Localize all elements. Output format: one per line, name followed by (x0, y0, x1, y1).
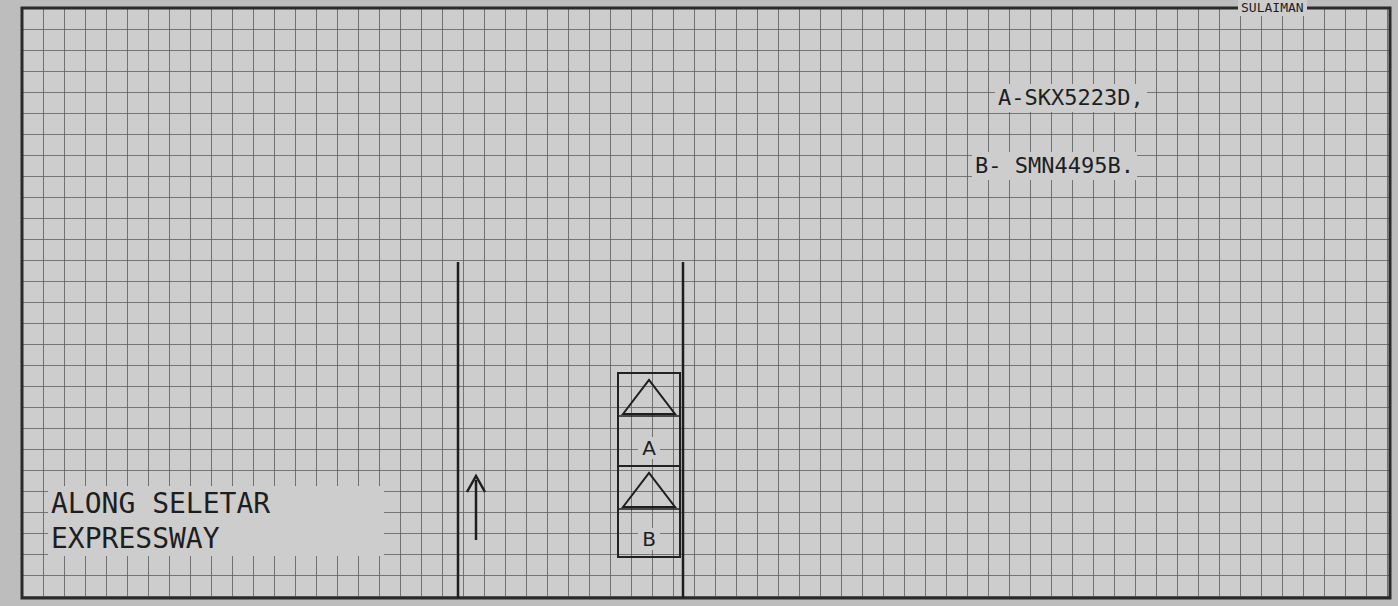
road-edge (682, 262, 685, 598)
vehicle-front-symbol (619, 467, 679, 511)
road-edge (457, 262, 460, 598)
vehicle-plate: A-SKX5223D, (995, 84, 1147, 112)
vehicle-front-symbol (619, 374, 679, 418)
text-holder: A (619, 437, 679, 459)
author-name: SULAIMAN (1238, 0, 1307, 16)
vehicle-letter: B (638, 528, 660, 550)
front-triangle (623, 473, 675, 507)
divider-line (619, 415, 679, 417)
paper-border (22, 8, 1390, 598)
text-holder: B (619, 528, 679, 550)
location-note: ALONG SELETAR EXPRESSWAY (48, 486, 384, 556)
arrow-head (467, 476, 485, 492)
vehicle-letter: A (638, 437, 660, 459)
front-triangle (623, 380, 675, 414)
vehicle-plate: B- SMN4495B. (972, 152, 1137, 180)
vehicle-box: B (617, 465, 681, 558)
vehicle-box: A (617, 372, 681, 467)
direction-arrow (475, 480, 478, 540)
divider-line (619, 508, 679, 510)
